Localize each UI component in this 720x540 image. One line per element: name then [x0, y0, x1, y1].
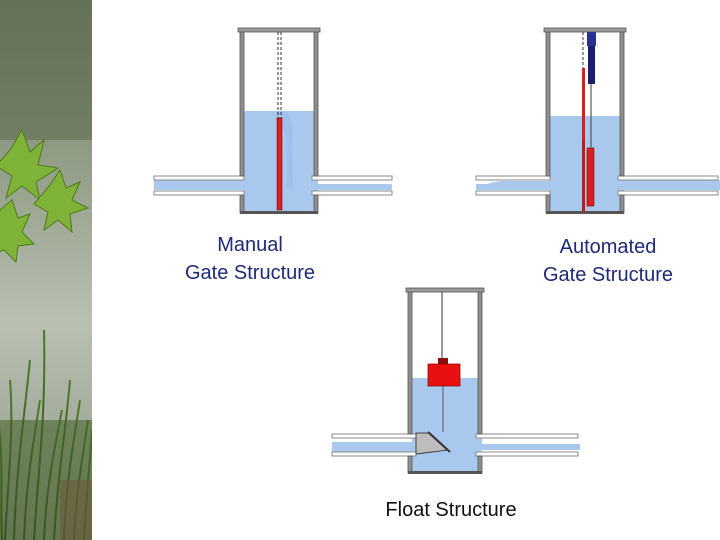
top-cap	[405, 287, 485, 293]
outlet-pipe-bottom	[475, 451, 579, 457]
right-wall	[619, 29, 625, 177]
sensor-rod	[582, 68, 585, 140]
outlet-pipe-top	[475, 433, 579, 439]
left-wall-lower	[545, 194, 551, 214]
inlet-pipe-bottom	[331, 451, 417, 457]
float-structure-diagram	[331, 287, 580, 474]
inlet-pipe-top	[475, 175, 551, 181]
outlet-water	[482, 444, 580, 450]
left-wall	[407, 289, 413, 435]
inlet-pipe-bottom	[153, 190, 245, 196]
overflow-stream	[276, 110, 293, 189]
automated-gate-caption: Automated Gate Structure	[508, 233, 708, 289]
left-wall-lower	[239, 194, 245, 214]
outlet-pipe-bottom	[311, 190, 393, 196]
gate-plate	[586, 147, 595, 207]
left-wall-lower	[407, 455, 413, 474]
outlet-pipe-top	[617, 175, 719, 181]
water-body	[412, 378, 482, 472]
right-wall-lower	[313, 194, 319, 214]
outlet-pipe-top	[311, 175, 393, 181]
automated-caption-line-2: Gate Structure	[542, 264, 674, 286]
right-wall-lower	[477, 455, 483, 474]
manual-gate-diagram	[153, 27, 393, 214]
top-cap	[543, 27, 627, 33]
inlet-water	[332, 442, 412, 454]
right-wall	[477, 289, 483, 435]
inlet-pipe-top	[153, 175, 245, 181]
actuator	[588, 32, 595, 84]
gate-stem	[582, 140, 585, 212]
outlet-water	[318, 184, 392, 190]
leaf-cluster	[0, 128, 90, 264]
flap-hinge-arm	[427, 431, 451, 453]
automated-caption-line-1: Automated	[559, 236, 657, 258]
gate-plate	[276, 117, 283, 211]
float-body	[427, 363, 461, 387]
floor	[408, 471, 482, 474]
outlet-pipe-bottom	[617, 190, 719, 196]
top-cap	[237, 27, 321, 33]
right-wall-lower	[619, 194, 625, 214]
inlet-pipe-top	[331, 433, 417, 439]
left-wall	[545, 29, 551, 177]
outlet-water	[624, 180, 720, 190]
floor	[546, 211, 624, 214]
left-wall	[239, 29, 245, 177]
right-wall	[313, 29, 319, 177]
inlet-pipe-bottom	[475, 190, 551, 196]
manual-caption-line-2: Gate Structure	[184, 262, 316, 284]
inlet-water-taper	[476, 180, 550, 190]
riverbank-photo	[0, 0, 92, 540]
inlet-water	[154, 179, 244, 190]
manual-gate-caption: Manual Gate Structure	[150, 231, 350, 287]
automated-gate-diagram	[475, 27, 720, 214]
float-structure-caption: Float Structure	[385, 499, 517, 521]
floor	[240, 211, 318, 214]
float-cap	[438, 358, 448, 364]
manual-caption-line-1: Manual	[217, 234, 283, 256]
